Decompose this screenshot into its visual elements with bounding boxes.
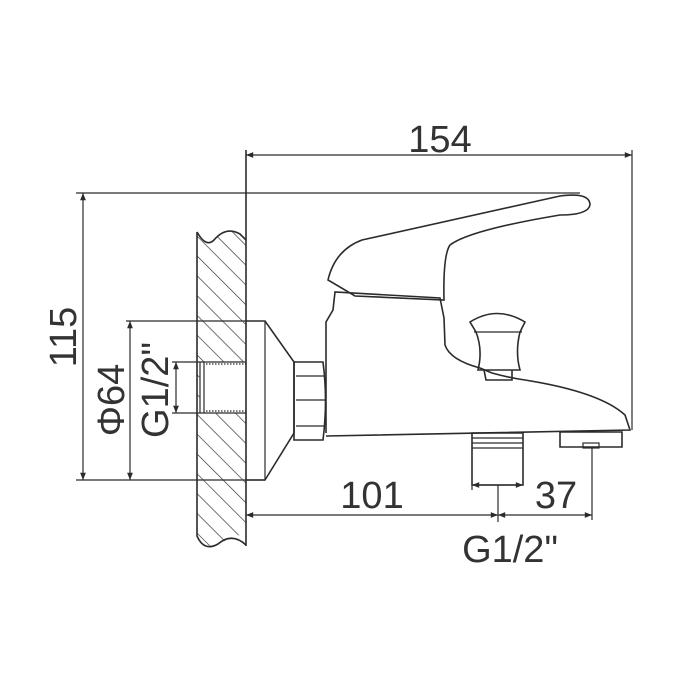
wall-section	[196, 230, 247, 548]
bottom-inlet	[471, 432, 524, 486]
spout-outlet	[559, 431, 623, 448]
dimension-flange-diameter: Φ64	[91, 320, 246, 480]
dimension-label-37: 37	[535, 475, 577, 517]
diverter-knob	[468, 312, 527, 371]
lever-handle	[327, 194, 591, 301]
dimension-label-101: 101	[340, 475, 403, 517]
dimension-bottom: 101 37 G1/2"	[246, 448, 593, 571]
faucet-body	[246, 194, 632, 486]
dimension-label-bottom-g12: G1/2"	[462, 529, 558, 571]
dimension-label-wall-g12: G1/2"	[135, 342, 177, 438]
wall-flange	[246, 320, 295, 481]
dimension-115: 115	[43, 192, 580, 481]
dimension-label-115: 115	[43, 307, 85, 368]
dimension-label-phi64: Φ64	[91, 364, 133, 437]
hex-nut	[293, 361, 327, 441]
dimension-label-154: 154	[408, 119, 471, 161]
dimension-wall-thread: G1/2"	[135, 342, 200, 438]
dimension-154: 154	[246, 119, 633, 430]
